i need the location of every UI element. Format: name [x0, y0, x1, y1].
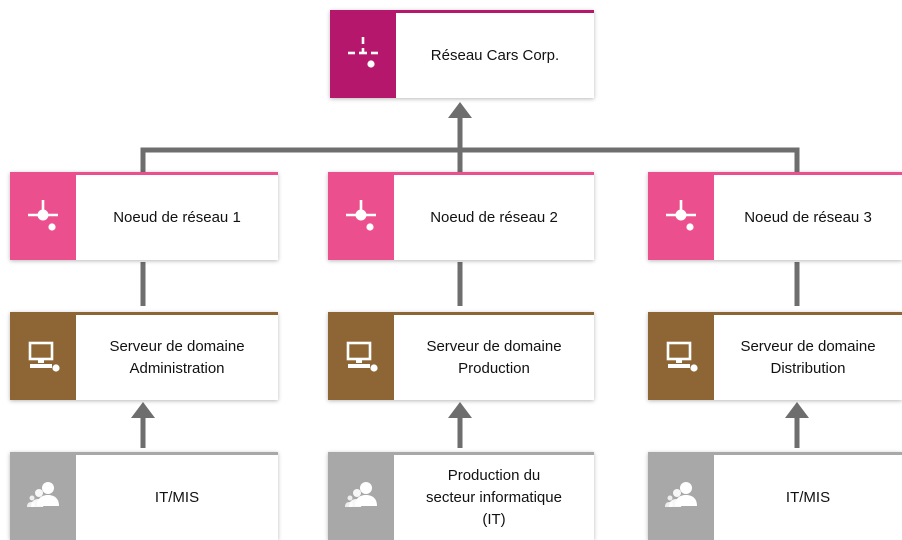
computer-icon — [328, 312, 394, 400]
org-group-box[interactable]: IT/MIS — [648, 452, 902, 540]
org-group-label: IT/MIS — [714, 452, 902, 540]
domain-server-box[interactable]: Serveur de domaine Administration — [10, 312, 278, 400]
org-group-box[interactable]: IT/MIS — [10, 452, 278, 540]
network-node-box[interactable]: Noeud de réseau 2 — [328, 172, 594, 260]
arrowhead — [131, 402, 155, 418]
network-node-icon — [648, 172, 714, 260]
network-node-icon — [328, 172, 394, 260]
root-label: Réseau Cars Corp. — [396, 10, 594, 98]
arrowhead — [448, 102, 472, 118]
domain-server-label: Serveur de domaine Production — [394, 312, 594, 400]
people-icon — [328, 452, 394, 540]
network-node-box[interactable]: Noeud de réseau 1 — [10, 172, 278, 260]
network-node-label: Noeud de réseau 1 — [76, 172, 278, 260]
arrowhead — [448, 402, 472, 418]
network-icon — [330, 10, 396, 98]
people-icon — [648, 452, 714, 540]
org-group-label: Production du secteur informatique (IT) — [394, 452, 594, 540]
people-icon — [10, 452, 76, 540]
org-group-box[interactable]: Production du secteur informatique (IT) — [328, 452, 594, 540]
computer-icon — [10, 312, 76, 400]
network-node-box[interactable]: Noeud de réseau 3 — [648, 172, 902, 260]
computer-icon — [648, 312, 714, 400]
domain-server-box[interactable]: Serveur de domaine Distribution — [648, 312, 902, 400]
domain-server-label: Serveur de domaine Administration — [76, 312, 278, 400]
root-network-box[interactable]: Réseau Cars Corp. — [330, 10, 594, 98]
network-node-icon — [10, 172, 76, 260]
domain-server-box[interactable]: Serveur de domaine Production — [328, 312, 594, 400]
network-node-label: Noeud de réseau 2 — [394, 172, 594, 260]
network-node-label: Noeud de réseau 3 — [714, 172, 902, 260]
arrowhead — [785, 402, 809, 418]
domain-server-label: Serveur de domaine Distribution — [714, 312, 902, 400]
org-group-label: IT/MIS — [76, 452, 278, 540]
